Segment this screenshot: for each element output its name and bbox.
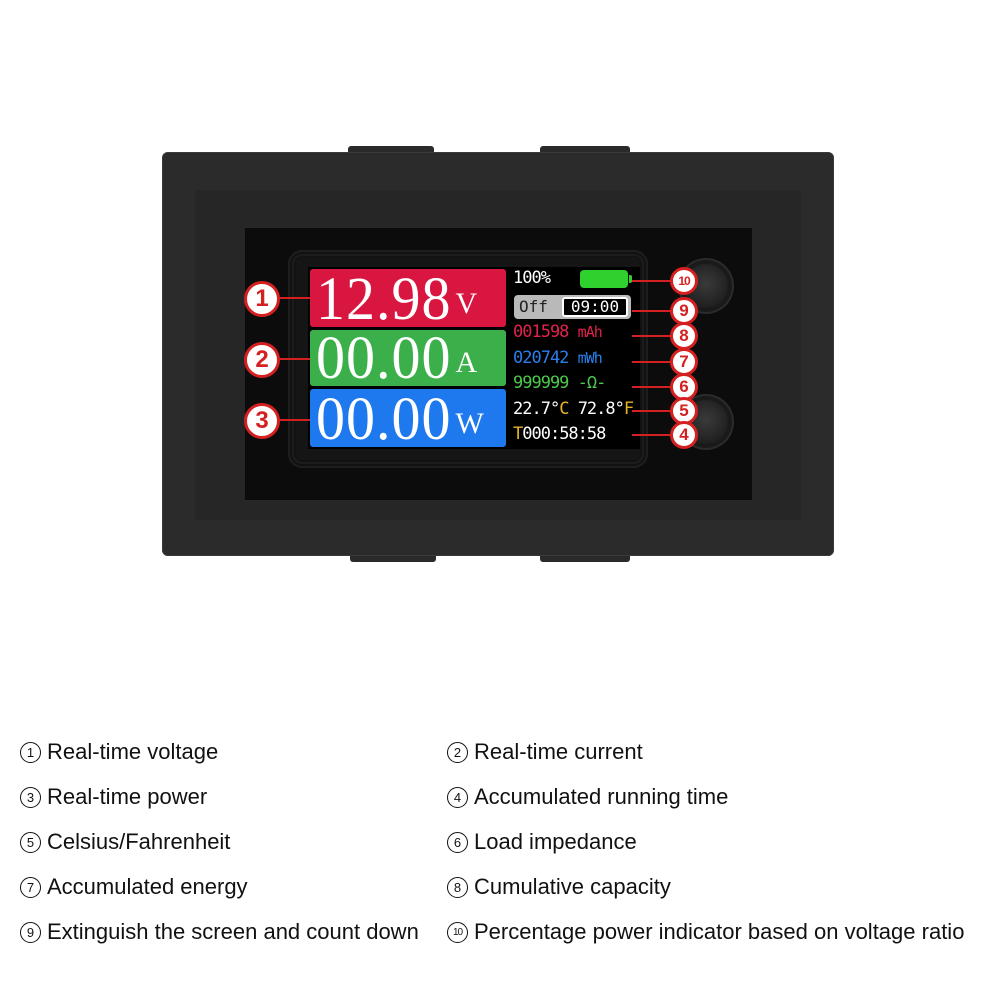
temp-c-value: 22.7° <box>513 399 560 419</box>
runtime-value: 000:58:58 <box>522 424 606 444</box>
callout-8: 8 <box>670 322 698 350</box>
temperature-row: 22.7°C 72.8°F <box>513 399 634 419</box>
callout-7: 7 <box>670 348 698 376</box>
power-unit: W <box>455 407 484 440</box>
callout-line-6 <box>632 386 672 388</box>
capacity-row: 001598 mAh <box>513 322 603 342</box>
capacity-unit: mAh <box>577 323 603 341</box>
temp-c-unit: C <box>559 399 569 419</box>
callout-line-5 <box>632 410 672 412</box>
enclosure-tab-bottom-right <box>540 552 630 562</box>
enclosure-tab-top-right <box>540 146 630 156</box>
countdown-time: 09:00 <box>562 297 628 317</box>
callout-line-2 <box>276 358 310 360</box>
current-readout: 00.00 A <box>310 323 506 392</box>
voltage-unit: V <box>455 287 478 320</box>
voltage-value: 12.98 <box>316 264 452 333</box>
callout-2: 2 <box>244 342 280 378</box>
callout-6: 6 <box>670 373 698 401</box>
impedance-value: 999999 <box>513 373 569 393</box>
current-unit: A <box>455 346 478 379</box>
callout-line-3 <box>276 419 310 421</box>
callout-1: 1 <box>244 281 280 317</box>
screen-off-label: Off <box>519 297 548 316</box>
callout-4: 4 <box>670 421 698 449</box>
callout-line-9 <box>632 310 672 312</box>
energy-unit: mWh <box>577 349 603 367</box>
enclosure-tab-bottom-left <box>350 552 436 562</box>
callout-line-1 <box>276 297 310 299</box>
callout-line-8 <box>632 335 672 337</box>
battery-icon <box>580 270 632 288</box>
callout-line-7 <box>632 361 672 363</box>
callout-9: 9 <box>670 297 698 325</box>
impedance-unit: -Ω- <box>577 373 607 393</box>
runtime-prefix: T <box>513 424 523 444</box>
enclosure-tab-top-left <box>348 146 434 156</box>
power-readout: 00.00 W <box>310 384 506 453</box>
voltage-readout: 12.98 V <box>310 264 506 333</box>
callout-3: 3 <box>244 403 280 439</box>
temp-f-value: 72.8° <box>577 399 625 419</box>
power-value: 00.00 <box>316 384 452 453</box>
temp-f-unit: F <box>623 399 634 419</box>
energy-row: 020742 mWh <box>513 348 603 368</box>
runtime-row: T000:58:58 <box>513 424 606 444</box>
current-value: 00.00 <box>316 323 452 392</box>
callout-line-10 <box>632 280 672 282</box>
callout-5: 5 <box>670 397 698 425</box>
callout-line-4 <box>632 434 672 436</box>
impedance-row: 999999 -Ω- <box>513 373 607 393</box>
energy-value: 020742 <box>513 348 569 368</box>
callout-10: 10 <box>670 267 698 295</box>
capacity-value: 001598 <box>513 322 569 342</box>
battery-percent: 100% <box>513 268 551 288</box>
